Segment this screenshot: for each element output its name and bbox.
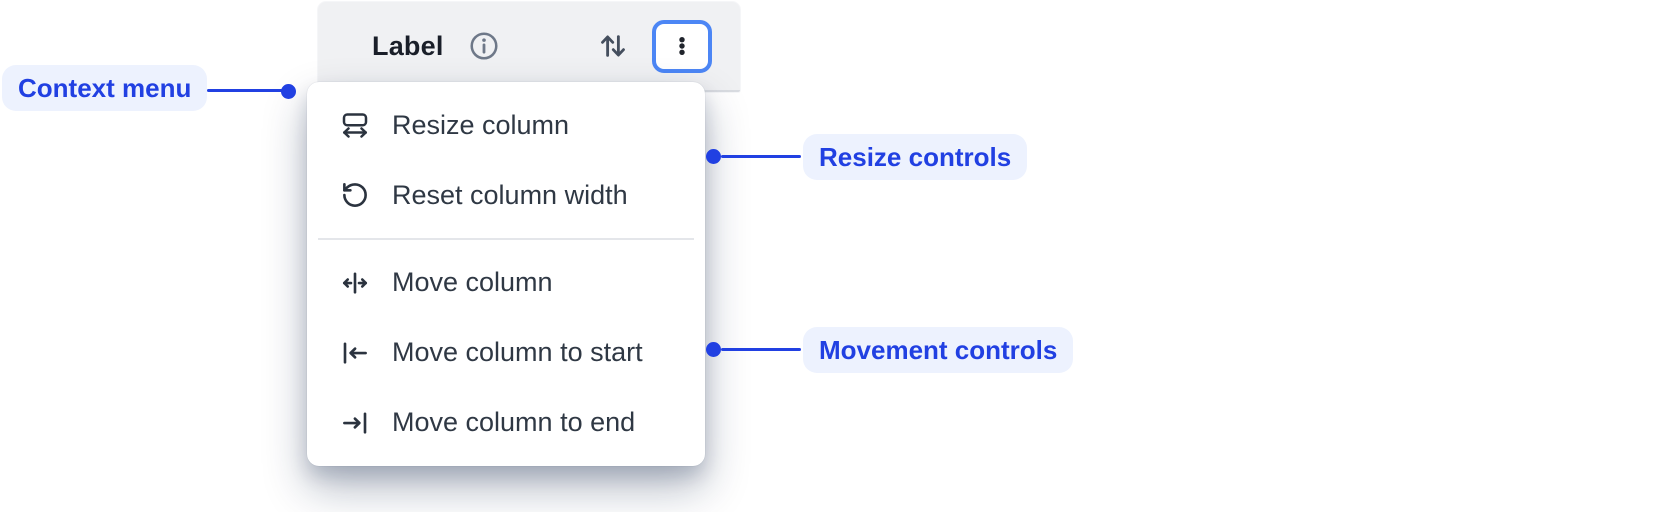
menu-item-resize-column[interactable]: Resize column	[307, 90, 705, 160]
connector-dot-resize-controls	[706, 149, 721, 164]
menu-item-label: Resize column	[392, 109, 570, 140]
column-header: Label	[318, 2, 740, 92]
connector-line-context-menu	[207, 89, 283, 92]
connector-line-resize-controls	[721, 155, 801, 158]
menu-item-label: Move column	[392, 267, 553, 297]
menu-item-move-column-to-start[interactable]: Move column to start	[307, 318, 705, 388]
move-to-start-icon	[340, 338, 370, 368]
annotation-movement-controls: Movement controls	[803, 327, 1074, 373]
column-menu-button[interactable]	[652, 19, 712, 73]
menu-item-label: Move column to start	[392, 337, 643, 367]
move-column-icon	[340, 268, 370, 298]
menu-divider	[318, 238, 694, 240]
annotation-resize-controls: Resize controls	[803, 134, 1028, 180]
move-to-end-icon	[340, 408, 370, 438]
info-icon[interactable]	[468, 30, 500, 62]
annotation-context-menu: Context menu	[2, 65, 208, 111]
menu-item-reset-column-width[interactable]: Reset column width	[307, 160, 705, 230]
column-context-menu: Resize column Reset column width Move co…	[307, 82, 705, 466]
menu-item-label: Reset column width	[392, 179, 628, 210]
connector-dot-movement-controls	[706, 342, 721, 357]
menu-item-label: Move column to end	[392, 407, 636, 437]
column-header-title: Label	[372, 30, 444, 61]
menu-item-move-column[interactable]: Move column	[307, 248, 705, 318]
resize-column-icon	[340, 110, 370, 140]
connector-dot-context-menu	[281, 84, 296, 99]
sort-arrows-icon[interactable]	[596, 29, 630, 63]
reset-width-icon	[340, 180, 370, 210]
menu-item-move-column-to-end[interactable]: Move column to end	[307, 388, 705, 458]
connector-line-movement-controls	[721, 348, 801, 351]
